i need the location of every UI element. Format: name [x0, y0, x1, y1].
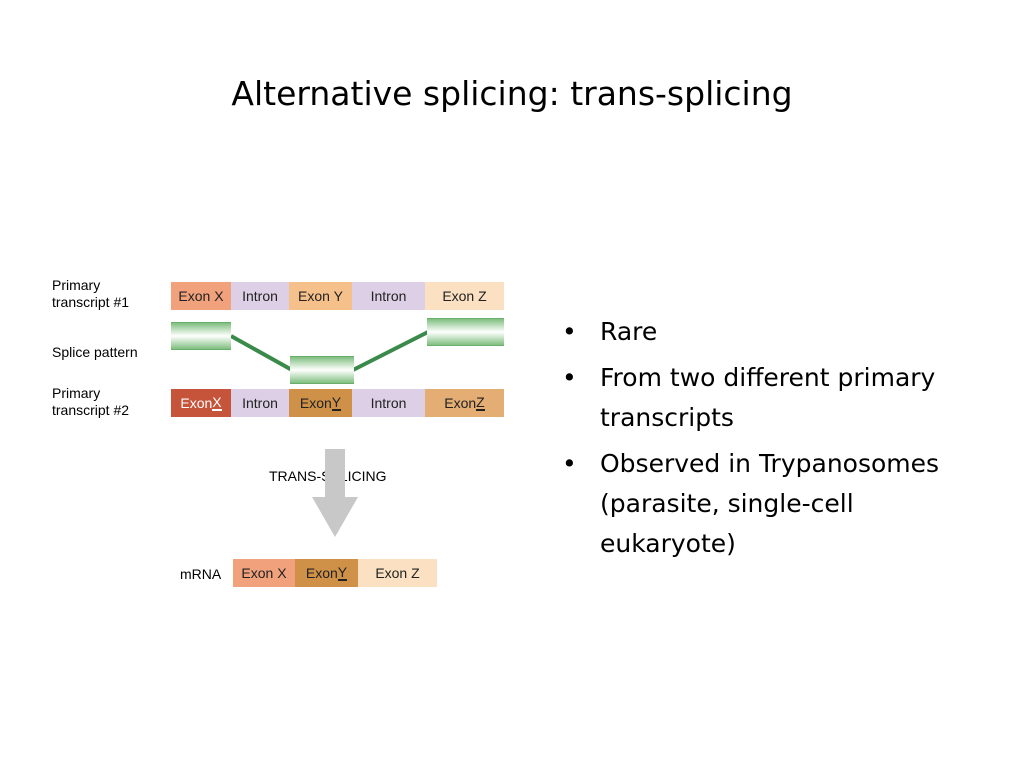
slide-title: Alternative splicing: trans-splicing [231, 74, 793, 113]
mrna-exon-z: Exon Z [358, 559, 437, 587]
label-mrna: mRNA [180, 566, 222, 582]
mrna-transcript: Exon X Exon Y Exon Z [233, 559, 437, 587]
bullet-symbol: • [562, 317, 577, 346]
t1-intron-1: Intron [231, 282, 289, 310]
label-primary-transcript-1: Primary transcript #1 [52, 277, 130, 310]
t2-exon-x: Exon X [171, 389, 231, 417]
t2-intron-2: Intron [352, 389, 425, 417]
t1-intron-2: Intron [352, 282, 425, 310]
bullet-symbol: • [562, 363, 577, 392]
splice-bar-exon-x [171, 322, 231, 350]
splice-line-left [230, 334, 293, 372]
bullet-symbol: • [562, 449, 577, 478]
bullet-item: •Observed in Trypanosomes (parasite, sin… [560, 444, 980, 564]
primary-transcript-1: Exon X Intron Exon Y Intron Exon Z [171, 282, 504, 310]
t1-exon-y: Exon Y [289, 282, 352, 310]
splice-line-right [352, 330, 429, 372]
t1-exon-z: Exon Z [425, 282, 504, 310]
label-primary-transcript-2: Primary transcript #2 [52, 385, 130, 418]
bullet-item: •Rare [560, 312, 980, 352]
bullet-item: •From two different primary transcripts [560, 358, 980, 438]
t2-exon-z: Exon Z [425, 389, 504, 417]
down-arrow-icon [312, 449, 358, 537]
t2-intron-1: Intron [231, 389, 289, 417]
t2-exon-y: Exon Y [289, 389, 352, 417]
mrna-exon-x: Exon X [233, 559, 295, 587]
t1-exon-x: Exon X [171, 282, 231, 310]
bullet-list: •Rare •From two different primary transc… [560, 312, 980, 570]
label-splice-pattern: Splice pattern [52, 344, 138, 360]
splice-bar-exon-y [290, 356, 354, 384]
mrna-exon-y: Exon Y [295, 559, 358, 587]
splice-bar-exon-z [427, 318, 504, 346]
primary-transcript-2: Exon X Intron Exon Y Intron Exon Z [171, 389, 504, 417]
